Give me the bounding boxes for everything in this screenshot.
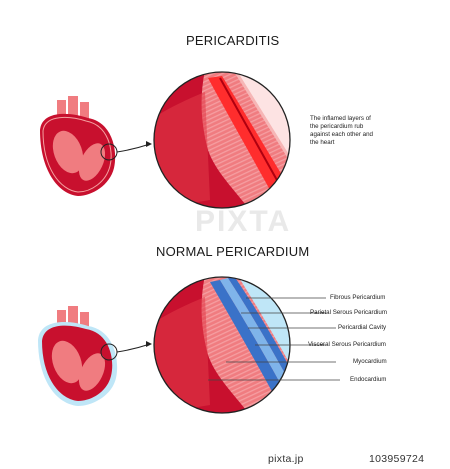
leader-lines [208,297,340,381]
label-visceral-serous-pericardium: Visceral Serous Pericardium [308,341,386,348]
arrow-bottom [116,343,151,353]
note-line: The inflamed layers of [310,115,371,122]
normal-pericardium-title: NORMAL PERICARDIUM [156,244,310,259]
pericarditis-title: PERICARDITIS [186,33,280,48]
zoom-circle-top [153,71,291,209]
heart-icon-normal [38,306,118,406]
footer-id: 103959724 [369,453,425,465]
footer-brand: pixta.jp [268,453,304,465]
arrow-top [116,143,151,153]
label-parietal-serous-pericardium: Parietal Serous Pericardium [310,309,388,316]
label-myocardium: Myocardium [353,358,387,365]
magnified-pericarditis [154,72,290,208]
arrowhead-bottom [146,341,152,347]
note-line: the pericardium rub [310,123,364,130]
heart-icon-pericarditis [40,96,116,196]
pericarditis-note: The inflamed layers of the pericardium r… [310,115,373,147]
label-endocardium: Endocardium [350,376,387,383]
arrowhead-top [146,141,152,147]
label-pericardial-cavity: Pericardial Cavity [338,324,387,331]
note-line: the heart [310,139,335,146]
label-fibrous-pericardium: Fibrous Pericardium [330,294,386,301]
note-line: against each other and [310,131,373,138]
watermark: PIXTA [195,205,292,238]
